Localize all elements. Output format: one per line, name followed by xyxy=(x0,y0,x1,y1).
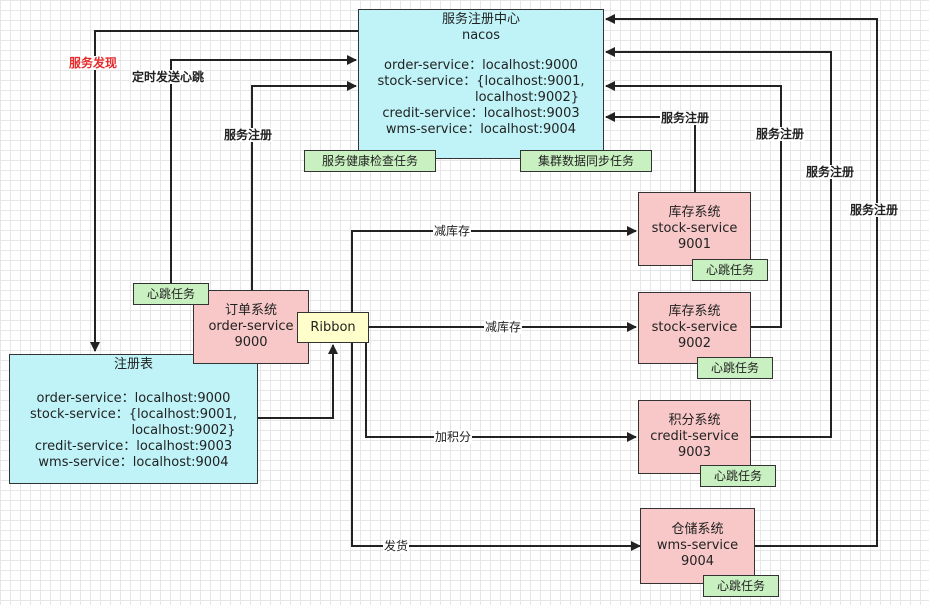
credit-port: 9003 xyxy=(677,445,712,460)
credit-service: credit-service xyxy=(650,429,739,444)
order-register-label: 服务注册 xyxy=(223,128,274,142)
stock2-register-label: 服务注册 xyxy=(755,127,806,141)
stock2-register-arrow xyxy=(605,81,782,328)
order-register-arrow xyxy=(251,81,357,290)
nacos-entry-stock: stock-service：{localhost:9001, xyxy=(377,74,585,89)
discovery-arrow xyxy=(90,30,358,352)
order-heartbeat-task: 心跳任务 xyxy=(133,283,209,305)
registry-entry-order: order-service：localhost:9000 xyxy=(36,391,231,406)
stock1-port: 9001 xyxy=(677,237,712,252)
stock2-port: 9002 xyxy=(677,336,712,351)
ribbon-label: Ribbon xyxy=(310,319,356,335)
stock1-service: stock-service xyxy=(651,221,738,236)
stock-system-9002-node: 库存系统 stock-service 9002 xyxy=(638,292,751,364)
order-system-node: 订单系统 order-service 9000 xyxy=(193,290,309,364)
ribbon-to-wms-arrow xyxy=(351,343,641,551)
health-check-task: 服务健康检查任务 xyxy=(304,150,436,172)
stock2-service: stock-service xyxy=(651,320,738,335)
nacos-entry-order: order-service：localhost:9000 xyxy=(384,58,578,73)
credit-name: 积分系统 xyxy=(668,413,721,428)
ship-label: 发货 xyxy=(383,539,410,553)
wms-name: 仓储系统 xyxy=(671,522,724,537)
registry-entry-stock: stock-service：{localhost:9001, xyxy=(30,407,237,422)
order-heartbeat-arrow xyxy=(170,55,357,283)
order-port: 9000 xyxy=(234,335,268,350)
stock1-register-label: 服务注册 xyxy=(660,111,711,125)
ribbon-to-credit-arrow xyxy=(365,343,637,442)
service-discovery-label: 服务发现 xyxy=(68,56,119,70)
nacos-subtitle: nacos xyxy=(461,28,501,43)
registry-title: 注册表 xyxy=(113,357,153,372)
wms-port: 9004 xyxy=(680,554,715,569)
wms-register-arrow xyxy=(605,14,878,547)
stock1-name: 库存系统 xyxy=(668,205,721,220)
wms-system-node: 仓储系统 wms-service 9004 xyxy=(640,508,755,584)
stock1-heartbeat-task: 心跳任务 xyxy=(692,259,768,281)
wms-heartbeat-task: 心跳任务 xyxy=(703,575,779,597)
nacos-entry-credit: credit-service：localhost:9003 xyxy=(382,106,580,121)
wms-register-label: 服务注册 xyxy=(849,203,900,217)
stock2-heartbeat-task: 心跳任务 xyxy=(697,357,773,379)
order-name: 订单系统 xyxy=(224,303,277,318)
cluster-sync-task: 集群数据同步任务 xyxy=(520,150,652,172)
reduce-stock-label-1: 减库存 xyxy=(433,224,472,238)
credit-heartbeat-task: 心跳任务 xyxy=(700,465,776,487)
nacos-title: 服务注册中心 xyxy=(441,12,520,27)
stock-system-9001-node: 库存系统 stock-service 9001 xyxy=(638,192,751,266)
reduce-stock-label-2: 减库存 xyxy=(484,320,523,334)
nacos-registry-center: 服务注册中心 nacos order-service：localhost:900… xyxy=(358,9,604,159)
nacos-entry-wms: wms-service：localhost:9004 xyxy=(385,122,577,137)
registry-to-ribbon-arrow xyxy=(258,344,338,419)
registry-entry-wms: wms-service：localhost:9004 xyxy=(38,455,229,470)
ribbon-to-stock1-arrow xyxy=(351,226,637,312)
add-credit-label: 加积分 xyxy=(434,430,473,444)
registry-entry-stock-cont: localhost:9002} xyxy=(131,423,236,438)
registry-entry-credit: credit-service：localhost:9003 xyxy=(34,439,233,454)
local-registry-table: 注册表 order-service：localhost:9000 stock-s… xyxy=(9,354,258,484)
stock2-name: 库存系统 xyxy=(668,304,721,319)
credit-register-label: 服务注册 xyxy=(805,165,856,179)
ribbon-load-balancer: Ribbon xyxy=(297,312,369,343)
nacos-entry-stock-cont: localhost:9002} xyxy=(474,90,580,105)
send-heartbeat-label: 定时发送心跳 xyxy=(131,70,206,84)
credit-register-arrow xyxy=(605,47,832,438)
order-service: order-service xyxy=(208,319,294,334)
credit-system-node: 积分系统 credit-service 9003 xyxy=(638,400,751,474)
wms-service: wms-service xyxy=(656,538,739,553)
